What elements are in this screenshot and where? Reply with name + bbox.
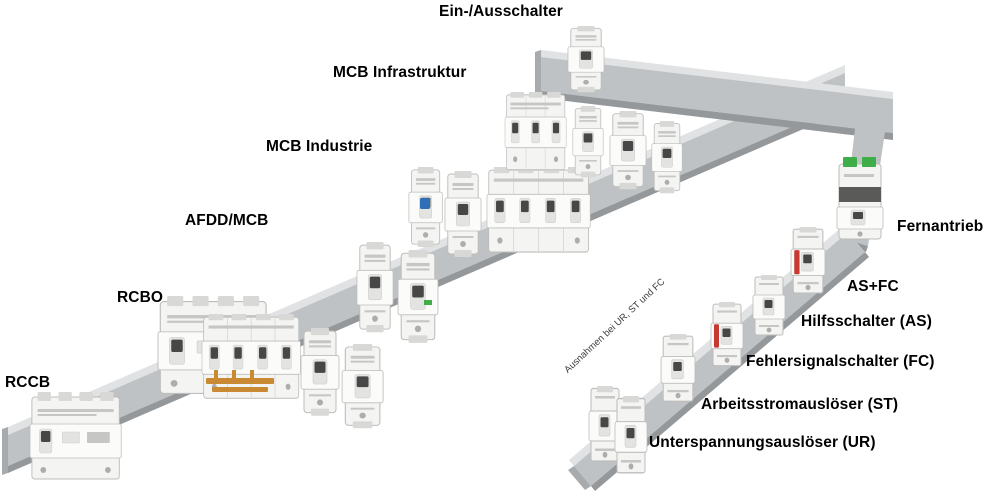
rail-main-end-cap — [2, 427, 8, 475]
label-mcb-industrie: MCB Industrie — [266, 138, 373, 155]
device-ein-ausschalter — [567, 25, 605, 93]
rail-top-end-cap — [535, 50, 541, 100]
label-fernantrieb: Fernantrieb — [897, 218, 984, 235]
mcb-industrie-blue-toggle — [420, 198, 430, 209]
group-rcbo — [157, 295, 384, 429]
device-unterspannungsausloeser-b — [614, 395, 648, 474]
label-mcb-infrastruktur: MCB Infrastruktur — [333, 64, 467, 81]
group-ein-ausschalter — [567, 25, 605, 93]
device-mcb-infra-1p-a — [572, 105, 604, 178]
device-mcb-infra-1p-b — [609, 110, 647, 190]
device-rcbo-1p — [300, 327, 340, 417]
device-afdd-2 — [397, 249, 439, 344]
rail-top-bottom-edge — [541, 91, 893, 140]
device-rcbo-4p — [201, 313, 301, 399]
rcbo-busbar — [206, 370, 274, 392]
group-rccb — [29, 391, 122, 480]
label-unterspannungsausloeser: Unterspannungsauslöser (UR) — [649, 434, 876, 451]
label-rccb: RCCB — [5, 374, 51, 391]
afdd-status-mark — [424, 300, 432, 305]
device-mcb-industrie-4p — [486, 166, 591, 253]
label-ein-ausschalter: Ein-/Ausschalter — [439, 3, 563, 20]
rail-right-bottom-edge — [591, 252, 869, 491]
group-mcb-industrie — [408, 166, 591, 258]
rail-top-top-face — [541, 50, 893, 99]
label-hilfsschalter: Hilfsschalter (AS) — [801, 313, 932, 330]
device-rccb-4p — [29, 391, 122, 480]
device-fernantrieb — [836, 156, 884, 240]
device-mcb-industrie-1p-tall — [444, 170, 482, 258]
device-mcb-infra-1p-c — [651, 120, 683, 194]
label-arbeitsstromausloeser: Arbeitsstromauslöser (ST) — [701, 396, 899, 413]
rail-top-front-face — [541, 57, 893, 133]
label-as-fc: AS+FC — [847, 278, 899, 295]
label-afdd-mcb: AFDD/MCB — [185, 212, 269, 229]
rail-top-horizontal — [535, 50, 893, 140]
device-afdd-1 — [356, 241, 394, 333]
label-fehlersignalschalter: Fehlersignalschalter (FC) — [746, 353, 935, 370]
device-as-fc — [791, 227, 825, 293]
rail-right-end-cap — [568, 466, 591, 490]
device-arbeitsstromausloeser — [660, 333, 696, 402]
label-rcbo: RCBO — [117, 289, 164, 306]
group-afdd-mcb — [356, 241, 439, 344]
device-mcb-infra-3p — [504, 91, 567, 171]
device-hilfsschalter — [752, 274, 786, 336]
device-fehlersignalschalter — [711, 302, 743, 366]
device-rcbo-2p — [341, 343, 384, 429]
